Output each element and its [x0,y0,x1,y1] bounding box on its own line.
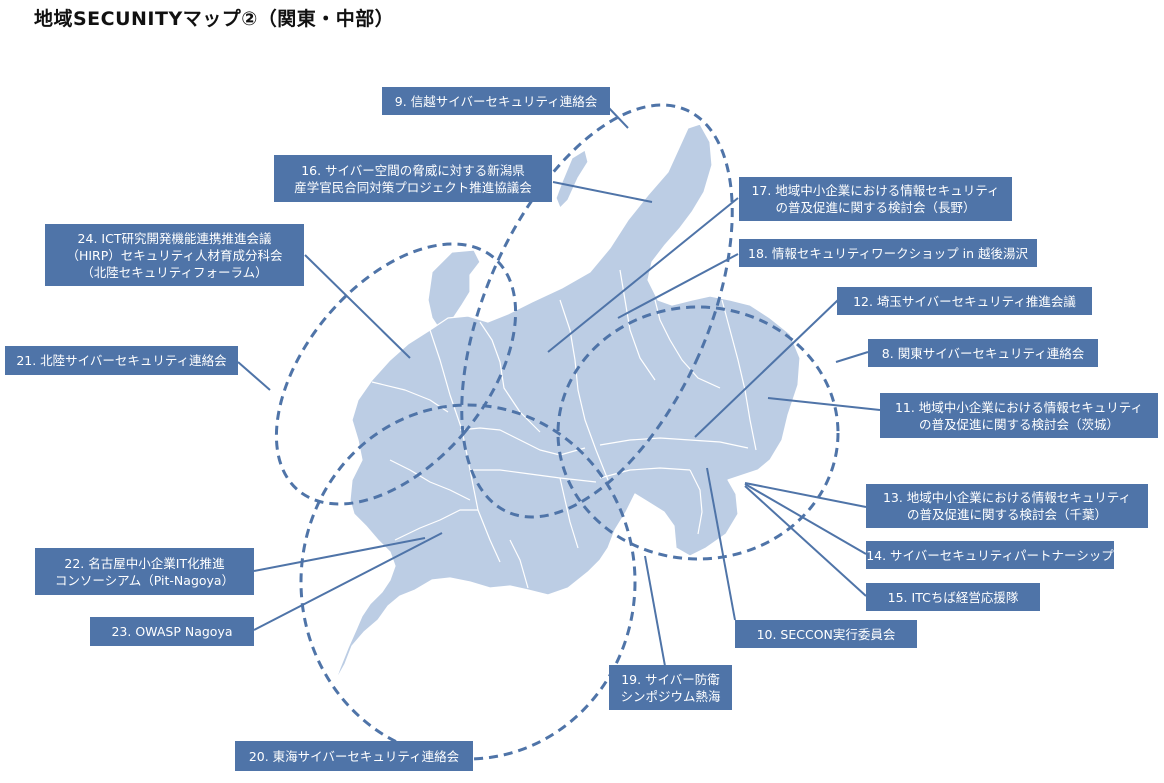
prefecture-boundaries [371,269,757,589]
label-line: 19. サイバー防衛 [621,671,720,687]
leader-lines [237,106,881,667]
ellipse-hokuriku [274,242,518,506]
label-9-shinetsu[interactable]: 9. 信越サイバーセキュリティ連絡会 [382,87,610,115]
leader-22 [253,537,426,572]
label-line: 20. 東海サイバーセキュリティ連絡会 [248,748,460,764]
label-line: の普及促進に関する検討会（千葉） [906,507,1107,522]
label-line: （HIRP）セキュリティ人材育成分科会 [66,247,283,263]
label-17-nagano[interactable]: 17. 地域中小企業における情報セキュリティ の普及促進に関する検討会（長野） [739,177,1012,221]
ellipse-kanto [556,305,840,561]
leader-11 [767,397,881,411]
leader-12 [694,299,839,438]
label-line: 17. 地域中小企業における情報セキュリティ [751,183,1000,198]
honshu-mainland [331,123,801,691]
leader-16 [552,181,653,203]
label-21-hokuriku[interactable]: 21. 北陸サイバーセキュリティ連絡会 [5,346,238,375]
leader-10 [706,467,736,621]
label-line: の普及促進に関する検討会（茨城） [918,416,1119,432]
label-13-chiba[interactable]: 13. 地域中小企業における情報セキュリティ の普及促進に関する検討会（千葉） [866,484,1148,528]
leader-18 [617,253,739,319]
label-22-pit-nagoya[interactable]: 22. 名古屋中小企業IT化推進 コンソーシアム（Pit-Nagoya） [35,548,254,595]
label-18-echigo[interactable]: 18. 情報セキュリティワークショップ in 越後湯沢 [739,239,1037,267]
label-12-saitama[interactable]: 12. 埼玉サイバーセキュリティ推進会議 [837,287,1092,315]
page-title: 地域SECUNITYマップ②（関東・中部） [34,8,395,30]
noto-peninsula [427,249,481,331]
label-23-owasp[interactable]: 23. OWASP Nagoya [90,617,254,646]
label-20-tokai[interactable]: 20. 東海サイバーセキュリティ連絡会 [235,741,473,771]
label-line: 21. 北陸サイバーセキュリティ連絡会 [16,353,227,368]
leader-13 [744,482,867,508]
leader-21 [237,361,271,391]
label-line: 10. SECCON実行委員会 [756,626,896,642]
label-line: 16. サイバー空間の脅威に対する新潟県 [301,162,525,178]
label-line: コンソーシアム（Pit-Nagoya） [54,572,235,588]
leader-14 [744,483,867,555]
label-line: 23. OWASP Nagoya [111,624,233,639]
label-15-itc-chiba[interactable]: 15. ITCちば経営応援隊 [866,583,1040,611]
label-8-kanto[interactable]: 8. 関東サイバーセキュリティ連絡会 [868,339,1098,367]
label-line: シンポジウム熱海 [620,688,721,704]
leader-24 [304,254,411,359]
leader-15 [744,485,867,597]
label-line: 12. 埼玉サイバーセキュリティ推進会議 [853,293,1076,309]
label-line: 22. 名古屋中小企業IT化推進 [64,555,225,571]
leader-8 [835,351,869,363]
label-line: 11. 地域中小企業における情報セキュリティ [894,399,1144,415]
label-10-seccon[interactable]: 10. SECCON実行委員会 [735,620,917,648]
label-24-hirp[interactable]: 24. ICT研究開発機能連携推進会議 （HIRP）セキュリティ人材育成分科会 … [45,224,304,286]
landmass [331,123,801,691]
sado-island [555,149,589,209]
label-line: 15. ITCちば経営応援隊 [887,589,1019,605]
label-line: 産学官民合同対策プロジェクト推進協議会 [294,179,532,195]
label-16-niigata[interactable]: 16. サイバー空間の脅威に対する新潟県 産学官民合同対策プロジェクト推進協議会 [274,155,552,202]
label-19-atami[interactable]: 19. サイバー防衛 シンポジウム熱海 [609,665,732,710]
label-line: 24. ICT研究開発機能連携推進会議 [77,230,272,246]
label-line: の普及促進に関する検討会（長野） [775,200,976,215]
label-line: 13. 地域中小企業における情報セキュリティ [882,490,1132,505]
label-line: 8. 関東サイバーセキュリティ連絡会 [881,345,1085,361]
leader-9 [607,106,629,129]
leader-19 [644,555,666,667]
label-line: 9. 信越サイバーセキュリティ連絡会 [394,93,598,109]
ellipse-shinetsu [460,103,734,519]
label-line: （北陸セキュリティフォーラム） [81,264,268,280]
leader-17 [547,197,739,353]
label-11-ibaraki[interactable]: 11. 地域中小企業における情報セキュリティ の普及促進に関する検討会（茨城） [880,393,1158,438]
label-14-partnership[interactable]: 14. サイバーセキュリティパートナーシップ [866,541,1114,569]
label-line: 18. 情報セキュリティワークショップ in 越後湯沢 [748,245,1028,261]
leader-23 [253,532,443,631]
label-line: 14. サイバーセキュリティパートナーシップ [866,547,1114,563]
